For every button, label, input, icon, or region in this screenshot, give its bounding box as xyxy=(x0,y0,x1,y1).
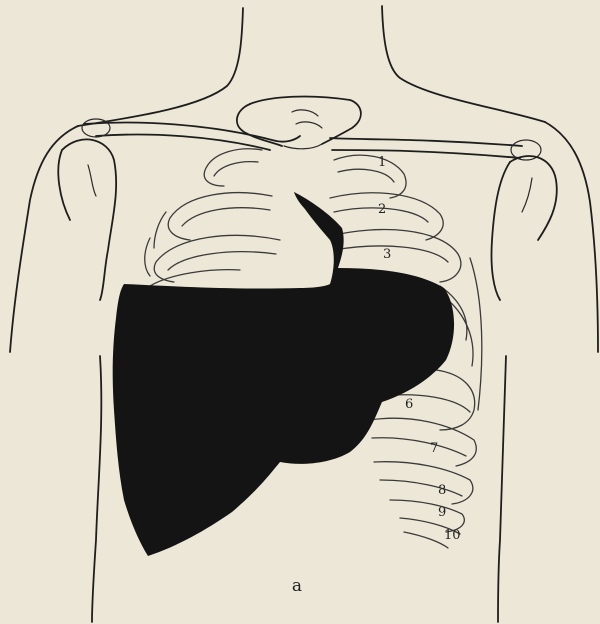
rib-label-10: 10 xyxy=(444,528,461,543)
neck-outline xyxy=(78,6,545,126)
ribs-right-side xyxy=(145,149,280,286)
shoulder-joints xyxy=(58,139,556,300)
rib-label-7: 7 xyxy=(430,441,438,456)
sternum xyxy=(237,97,361,149)
figure-caption: a xyxy=(292,576,302,596)
rib-label-9: 9 xyxy=(438,505,446,520)
clavicles xyxy=(82,119,541,160)
rib-label-1: 1 xyxy=(378,155,386,170)
rib-label-8: 8 xyxy=(438,483,446,498)
rib-label-3: 3 xyxy=(383,247,391,262)
rib-label-2: 2 xyxy=(378,202,386,217)
rib-label-6: 6 xyxy=(405,397,413,412)
